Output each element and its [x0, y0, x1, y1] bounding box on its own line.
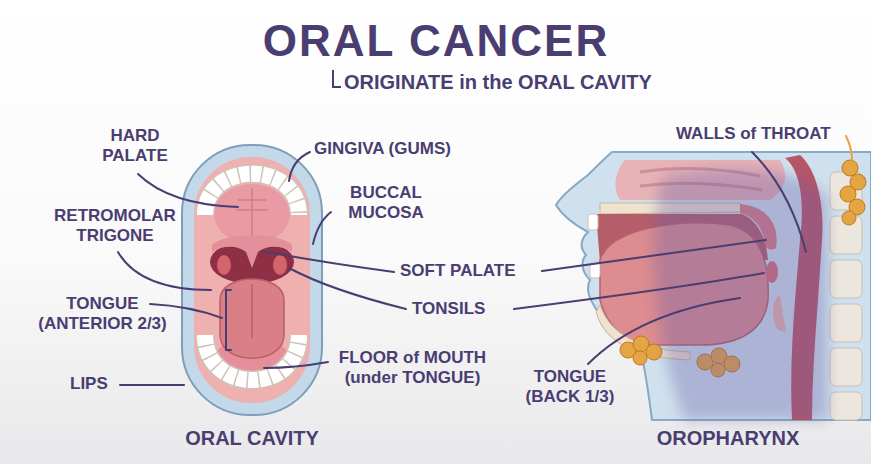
vertebra	[830, 348, 862, 386]
leader-line	[118, 136, 852, 385]
part-label: HARD PALATE	[93, 126, 177, 165]
bracket	[333, 70, 341, 87]
leader-line	[226, 290, 231, 350]
panel-label: OROPHARYNX	[628, 427, 828, 450]
upper-teeth-outline	[205, 174, 299, 215]
salivary-gland	[842, 211, 856, 225]
leader-line	[138, 174, 238, 207]
palate-ridges	[236, 188, 268, 236]
leader-line	[846, 136, 852, 160]
vertebra	[830, 260, 862, 298]
leader-line	[542, 240, 766, 271]
subtitle: ORIGINATE in the ORAL CAVITY	[344, 71, 774, 94]
panel-label: ORAL CAVITY	[152, 427, 352, 450]
lips	[182, 145, 322, 415]
part-label: TONGUE (ANTERIOR 2/3)	[20, 294, 185, 333]
leader-line	[588, 298, 740, 364]
part-label: TONSILS	[412, 299, 512, 319]
leader-line	[514, 273, 764, 309]
salivary-gland	[633, 351, 647, 365]
tongue-line	[251, 284, 253, 338]
upper-teeth	[205, 174, 299, 215]
part-label: SOFT PALATE	[400, 261, 540, 281]
part-label: LIPS	[70, 374, 120, 394]
leader-line	[120, 384, 184, 386]
leader-line	[289, 152, 310, 181]
oropharynx-highlight	[654, 169, 828, 420]
tonsil	[217, 255, 231, 275]
vertebra	[830, 304, 862, 342]
salivary-gland	[646, 344, 662, 360]
part-label: WALLS of THROAT	[676, 124, 866, 144]
part-label: TONGUE (BACK 1/3)	[515, 367, 625, 406]
leader-line	[289, 268, 406, 309]
leader-line	[264, 362, 328, 368]
part-label: BUCCAL MUCOSA	[336, 183, 436, 222]
mouth-illustration	[182, 145, 322, 415]
leader-line	[752, 152, 806, 252]
leader-line	[313, 212, 331, 244]
tonsil	[273, 255, 287, 275]
hard-palate	[214, 184, 290, 244]
tongue	[220, 279, 284, 358]
part-label: RETROMOLAR TRIGONE	[40, 206, 190, 245]
leader-line	[118, 252, 211, 290]
part-label: GINGIVA (GUMS)	[314, 139, 504, 159]
title: ORAL CANCER	[186, 16, 686, 67]
part-label: FLOOR of MOUTH (under TONGUE)	[325, 348, 500, 387]
leader-line	[262, 251, 394, 272]
salivary-gland	[842, 160, 858, 176]
tooth	[588, 214, 598, 230]
vertebra	[830, 392, 862, 420]
